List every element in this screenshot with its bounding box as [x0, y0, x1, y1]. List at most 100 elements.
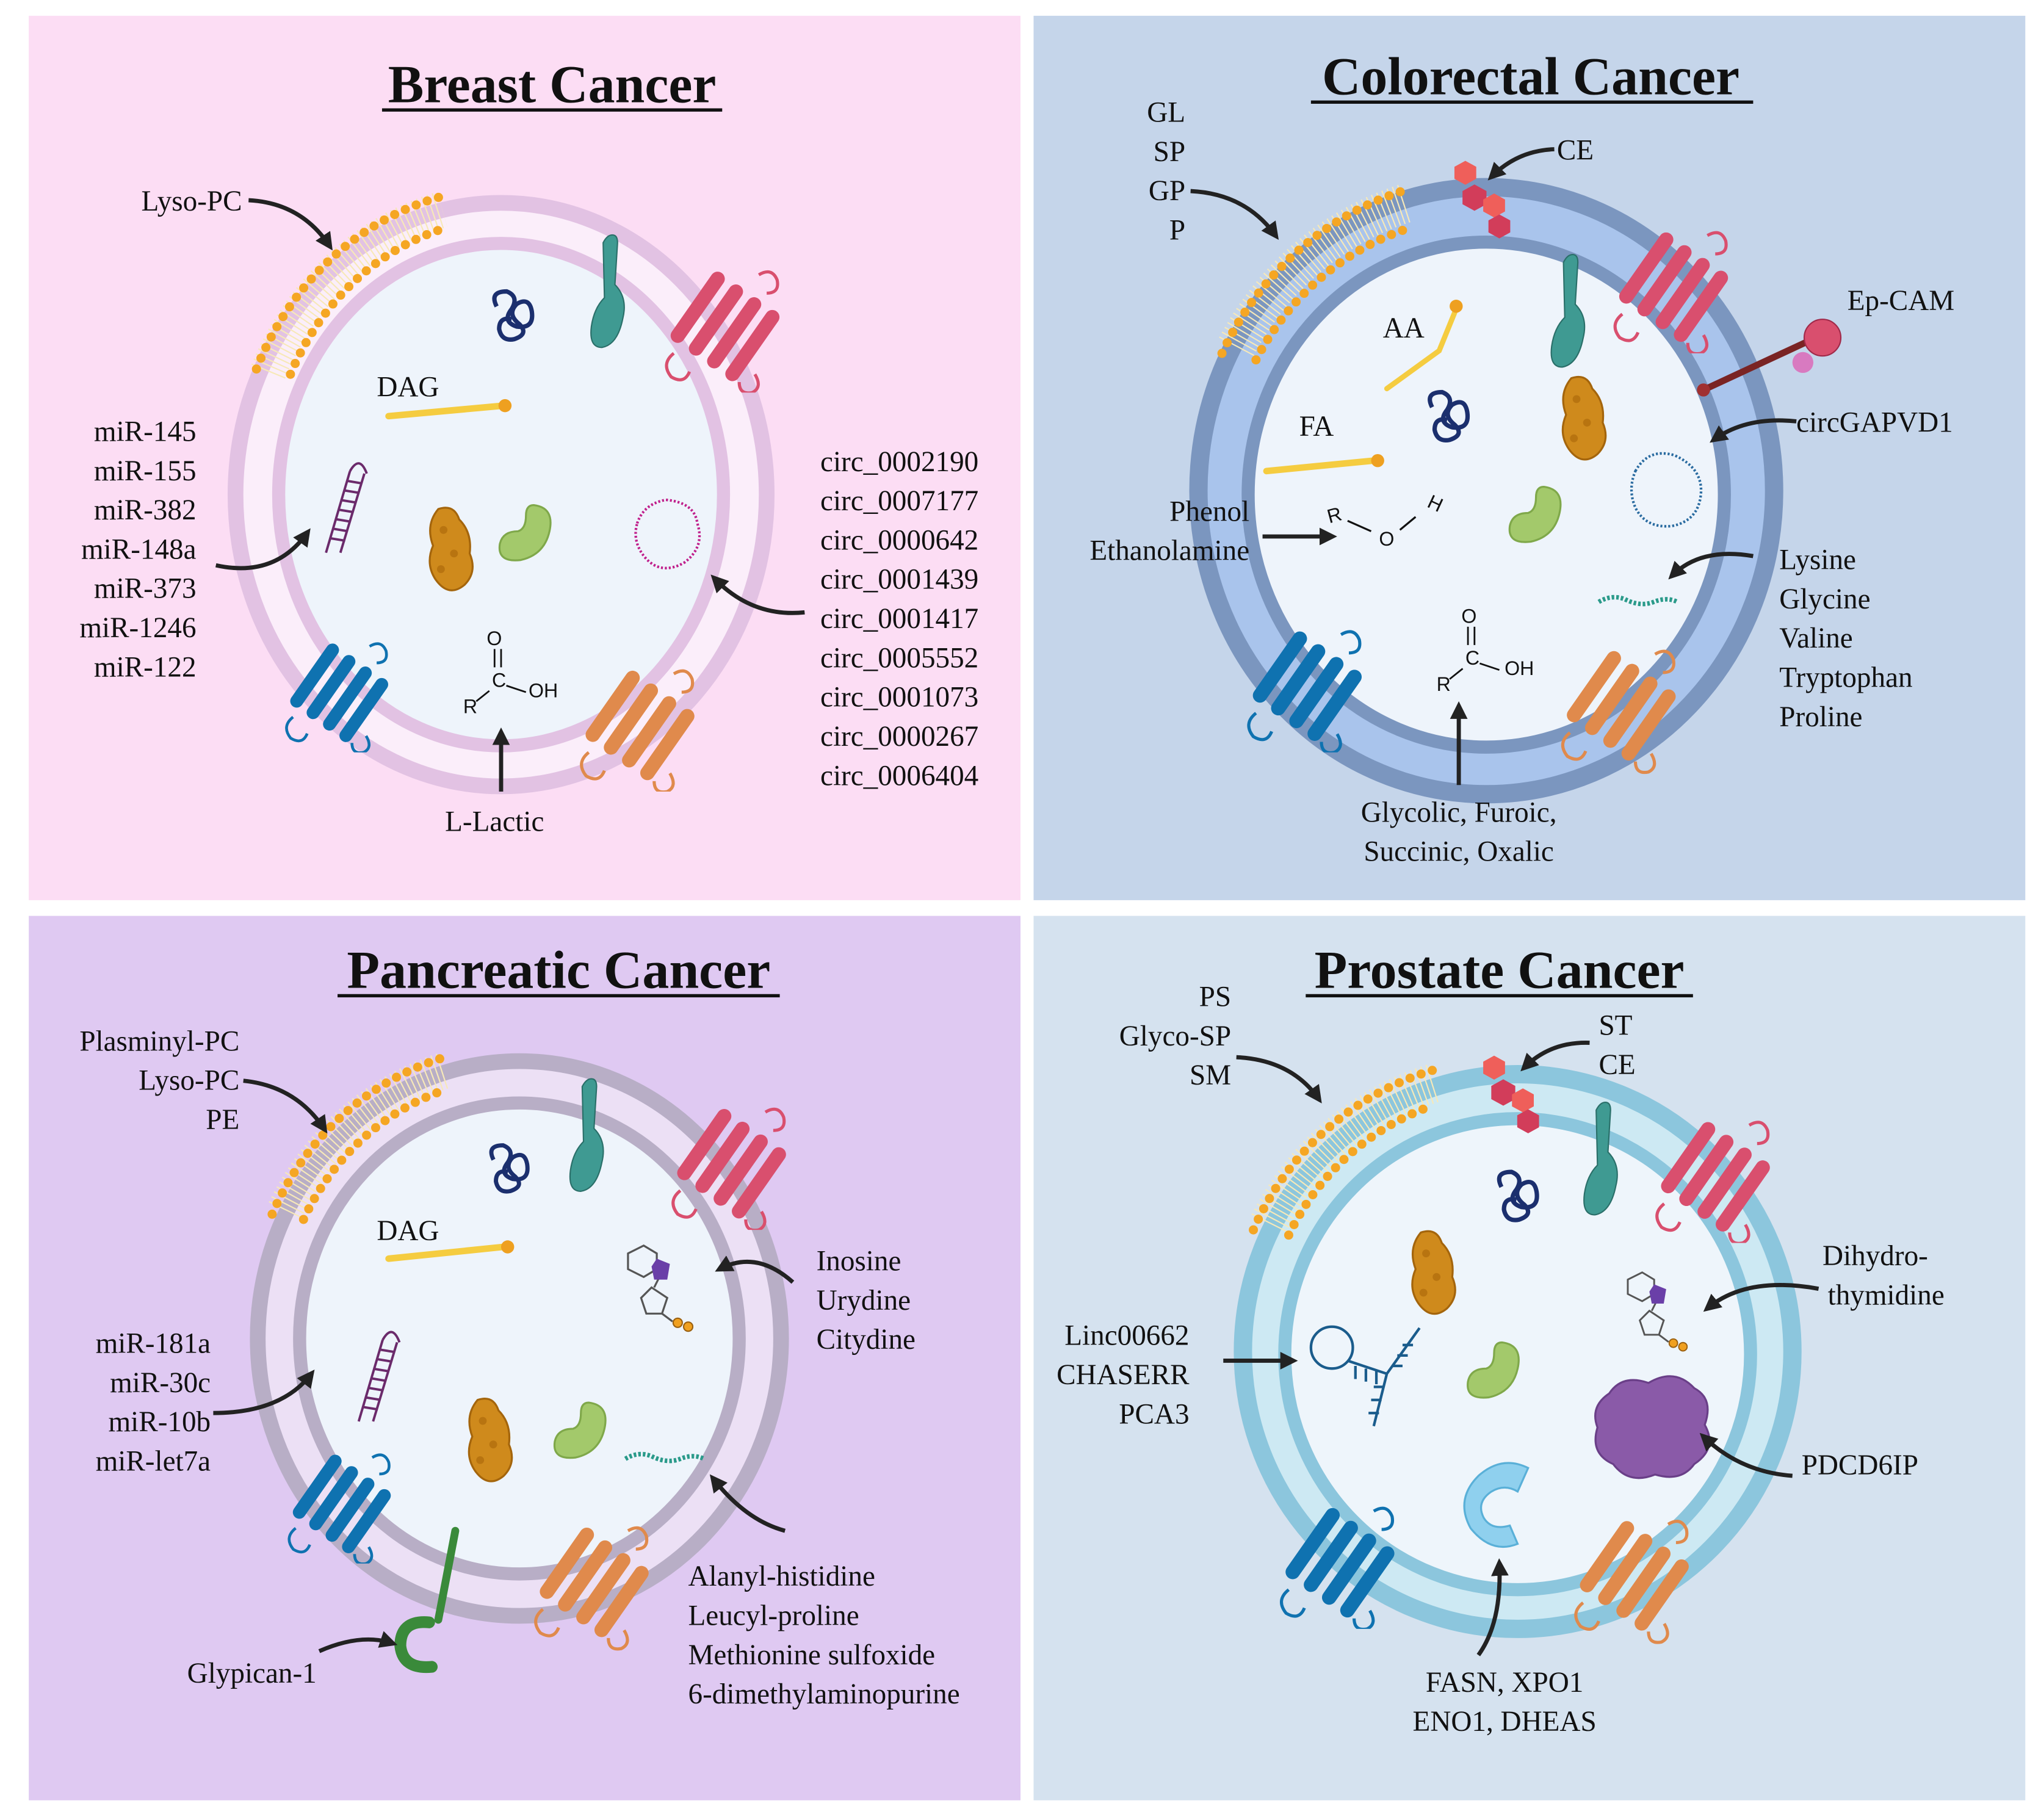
circrna-list: circ_0002190 circ_0007177 circ_0000642 c…	[820, 446, 978, 792]
list-item: miR-382	[94, 494, 197, 526]
list-item: Methionine sulfoxide	[688, 1639, 936, 1671]
list-item: circ_0006404	[820, 760, 978, 792]
circrna-icon	[634, 498, 701, 569]
svg-text:OH: OH	[529, 680, 558, 702]
lipid-bilayer	[1217, 184, 1413, 365]
list-item: CHASERR	[1057, 1359, 1190, 1391]
arrow-icon	[213, 1370, 315, 1415]
fa-head-icon	[1371, 453, 1384, 468]
lipid-bilayer	[251, 192, 448, 379]
label-dihydro: Dihydro-	[1822, 1240, 1928, 1272]
label-ce: CE	[1557, 135, 1594, 167]
list-item: SP	[1154, 136, 1185, 168]
list-item: 6-dimethylaminopurine	[688, 1678, 960, 1710]
list-item: miR-155	[94, 455, 197, 487]
peptide-chain-icon	[624, 1451, 705, 1464]
panel-title: Pancreatic Cancer	[347, 941, 770, 1000]
label-proteins-line2: ENO1, DHEAS	[1413, 1706, 1597, 1738]
inner-membrane	[293, 1096, 746, 1581]
list-item: Leucyl-proline	[688, 1600, 859, 1631]
dag-head-icon	[500, 1240, 515, 1254]
exosome-cell	[1234, 1055, 1802, 1642]
label-fa: FA	[1299, 411, 1334, 442]
label-ethanolamine: Ethanolamine	[1089, 535, 1249, 567]
mirna-list: miR-145 miR-155 miR-382 miR-148a miR-373…	[79, 416, 196, 684]
arrow-icon	[248, 198, 333, 251]
list-item: Plasminyl-PC	[79, 1025, 239, 1057]
lipid-bilayer	[267, 1052, 450, 1224]
svg-text:O: O	[1461, 605, 1476, 627]
arrow-icon	[215, 528, 311, 571]
exosome-cell: R O H O C R OH	[1189, 161, 1842, 804]
aa-head-icon	[1450, 300, 1463, 313]
list-item: GL	[1147, 96, 1185, 128]
list-item: Linc00662	[1064, 1320, 1189, 1352]
panel-breast-cancer: Breast Cancer O C R	[29, 15, 1021, 900]
arrow-icon	[1699, 1432, 1793, 1478]
arrow-icon	[1710, 418, 1797, 443]
label-l-lactic: L-Lactic	[445, 806, 544, 837]
label-proteins-line1: FASN, XPO1	[1426, 1667, 1583, 1699]
list-item: Inosine	[817, 1246, 901, 1277]
fa-lipid-icon	[1263, 457, 1378, 475]
svg-text:R: R	[463, 695, 477, 717]
carboxylic-acid-structure: O C R OH	[1437, 605, 1534, 695]
list-item: Glycine	[1779, 583, 1870, 615]
label-circgapvd1: circGAPVD1	[1796, 407, 1953, 439]
dag-lipid-icon	[385, 402, 507, 420]
list-item: Citydine	[817, 1324, 916, 1356]
nucleoside-list: Inosine Urydine Citydine	[817, 1246, 916, 1356]
list-item: circ_0005552	[820, 642, 978, 674]
list-item: Valine	[1779, 623, 1852, 654]
arrow-icon	[709, 1474, 786, 1533]
svg-text:C: C	[1465, 647, 1479, 669]
svg-text:O: O	[1379, 528, 1394, 550]
label-dag: DAG	[377, 1215, 439, 1247]
arrow-icon	[710, 574, 805, 615]
arrow-icon	[243, 1078, 328, 1134]
list-item: miR-122	[94, 651, 197, 683]
dag-head-icon	[498, 399, 512, 413]
peptide-chain-icon	[1597, 594, 1678, 607]
lncrna-icon	[1309, 1325, 1421, 1427]
list-item: miR-30c	[110, 1367, 211, 1399]
label-acids-line2: Succinic, Oxalic	[1364, 836, 1554, 868]
list-item: Proline	[1779, 701, 1862, 733]
list-item: GP	[1149, 175, 1185, 207]
list-item: circ_0000642	[820, 524, 978, 556]
list-item: PCA3	[1119, 1398, 1189, 1430]
exosome-cell	[250, 1052, 789, 1674]
panel-prostate-cancer: Prostate Cancer	[1033, 915, 2026, 1800]
list-item: Alanyl-histidine	[688, 1561, 875, 1592]
arrow-icon	[1520, 1041, 1590, 1072]
lncrna-list: Linc00662 CHASERR PCA3	[1057, 1320, 1190, 1431]
list-item: miR-148a	[81, 533, 197, 565]
list-item: Lyso-PC	[139, 1065, 239, 1097]
list-item: miR-181a	[96, 1328, 211, 1360]
peptide-list: Alanyl-histidine Leucyl-proline Methioni…	[688, 1561, 960, 1710]
label-pdcd6ip: PDCD6IP	[1802, 1450, 1918, 1481]
list-item: circ_0007177	[820, 485, 978, 517]
list-item: miR-373	[94, 573, 197, 605]
lipid-class-list: PS Glyco-SP SM	[1119, 981, 1231, 1092]
exosome-cell: O C R OH	[227, 192, 782, 795]
epcam-icon	[1697, 319, 1842, 397]
label-acids-line1: Glycolic, Furoic,	[1361, 796, 1557, 828]
protein-icon	[1463, 1462, 1530, 1548]
inner-membrane	[1241, 235, 1731, 754]
label-dag: DAG	[377, 372, 439, 403]
list-item: Lysine	[1779, 544, 1856, 576]
arrow-icon	[318, 1631, 398, 1653]
svg-text:C: C	[492, 670, 506, 692]
lipid-class-list: GL SP GP P	[1147, 96, 1185, 246]
list-item: Urydine	[817, 1285, 911, 1316]
panel-title: Colorectal Cancer	[1322, 47, 1739, 106]
arrow-icon	[1668, 552, 1754, 580]
svg-text:OH: OH	[1505, 657, 1534, 679]
list-item: Glyco-SP	[1119, 1020, 1231, 1052]
label-ce: CE	[1598, 1049, 1635, 1081]
mirna-list: miR-181a miR-30c miR-10b miR-let7a	[96, 1328, 211, 1478]
label-thymidine: thymidine	[1828, 1279, 1945, 1311]
list-item: circ_0001073	[820, 682, 978, 713]
panel-title: Prostate Cancer	[1315, 941, 1685, 1000]
